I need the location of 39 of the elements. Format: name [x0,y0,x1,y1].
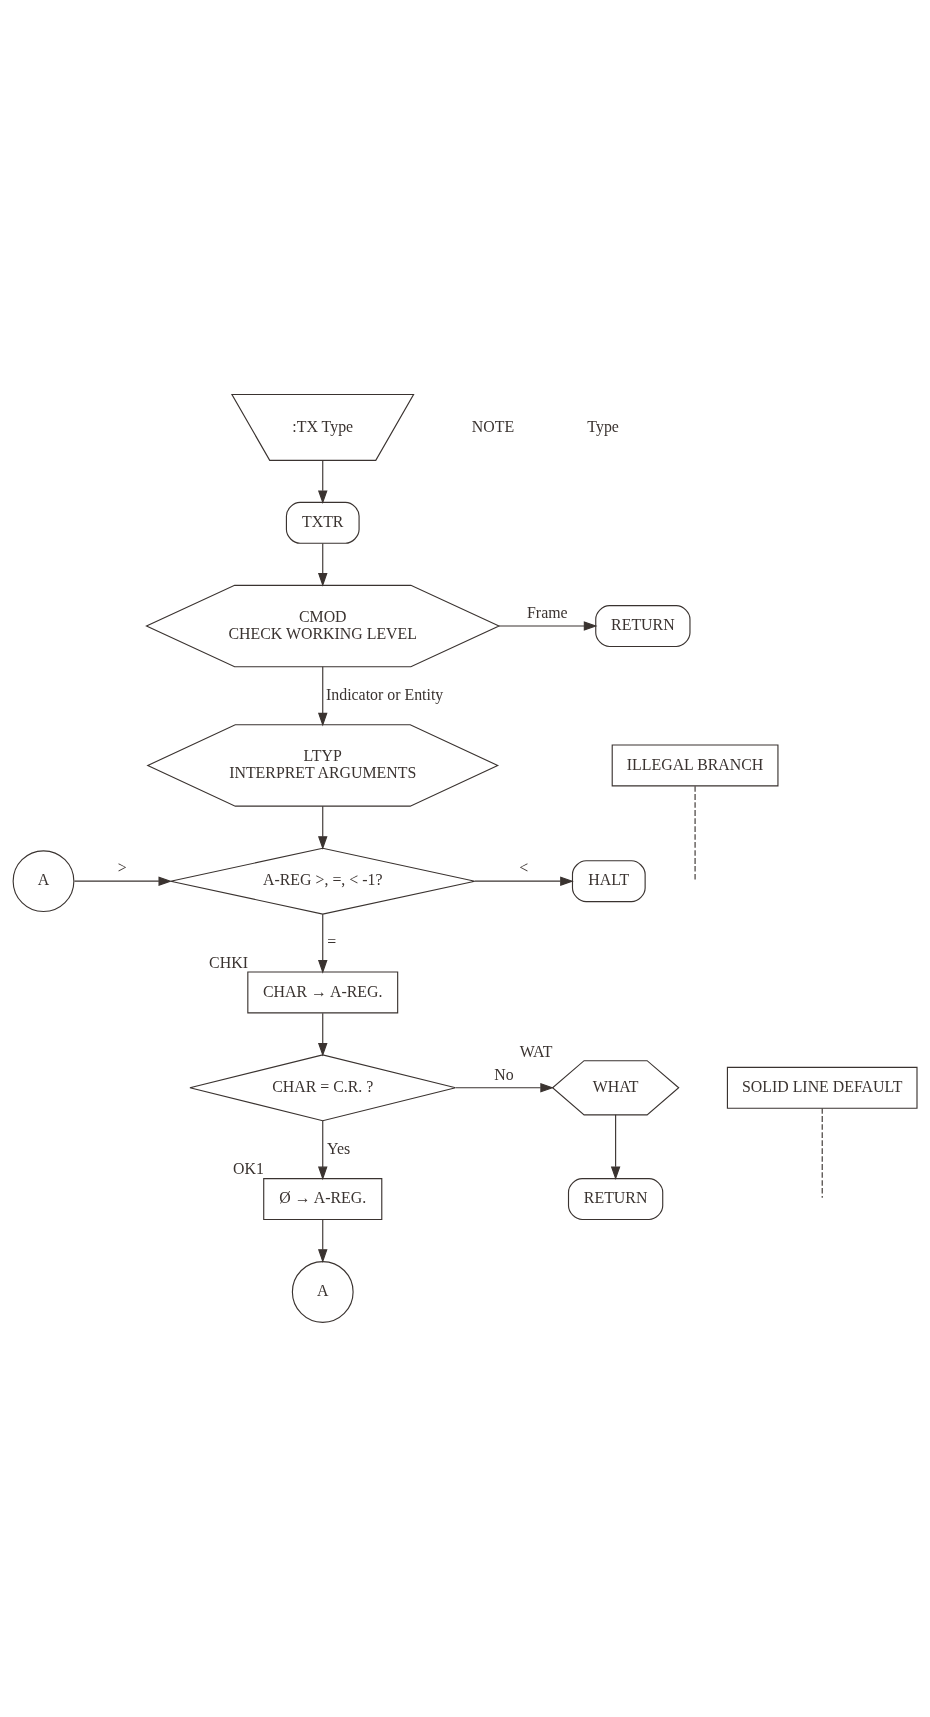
node-diamond: A-REG >, =, < -1? [170,847,476,915]
edge-label: Indicator or Entity [325,685,444,703]
arrow [317,1012,328,1057]
node-box: HALT [571,860,646,903]
node-diamond: CHAR = C.R. ? [189,1054,457,1122]
node-label: OK1 [232,1160,264,1178]
node-circle: A [291,1261,354,1323]
node-box: SOLID LINE DEFAULT [726,1066,918,1109]
label: Type [587,417,619,435]
arrow [474,876,574,886]
node-label: WAT [519,1042,553,1060]
node-box: CHAR → A-REG. [247,971,399,1014]
edge-label: < [519,859,529,877]
arrow [317,805,328,850]
node-box: ILLEGAL BRANCH [611,744,779,787]
edge-label: Frame [527,604,568,622]
node-box: RETURN [595,605,691,648]
node-label: CHKI [209,953,248,971]
arrow [317,542,328,587]
arrow [317,913,328,974]
arrow [610,1114,621,1181]
edge-label: Yes [327,1139,351,1157]
arrow [317,666,328,727]
arrow [317,1219,328,1263]
edge-label: No [494,1066,514,1084]
label: NOTE [471,417,515,435]
node-circle: A [12,850,75,913]
arrow [73,876,173,886]
node-box: Ø → A-REG. [263,1178,383,1221]
connector [694,785,696,881]
arrow [317,460,328,505]
arrow [498,621,598,631]
arrow [455,1083,554,1093]
connector [821,1107,823,1199]
edge-label: > [117,859,127,877]
edge-label: = [327,933,337,951]
node-box: RETURN [567,1178,664,1221]
node-box: TXTR [285,501,360,544]
arrow [317,1120,328,1181]
